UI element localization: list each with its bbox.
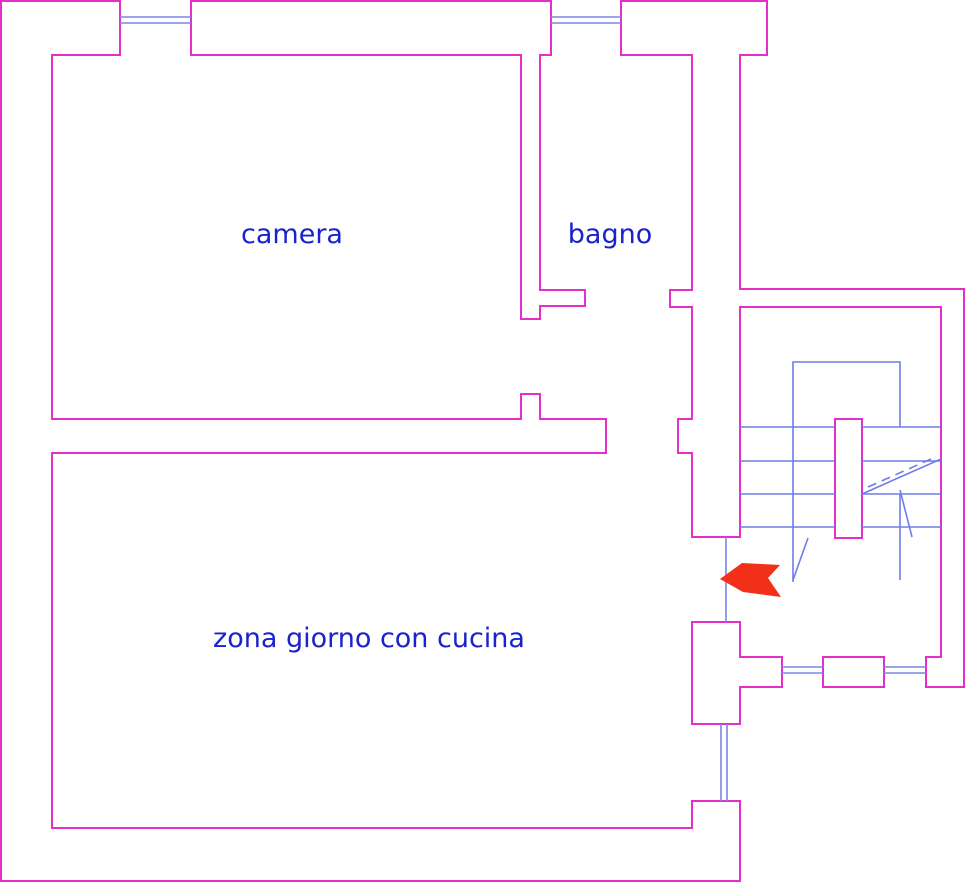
window-top-left — [120, 16, 191, 24]
staircase — [740, 361, 942, 582]
entrance-pillar — [691, 621, 783, 725]
window-right-1 — [782, 666, 823, 674]
room-label-bagno: bagno — [568, 219, 652, 250]
room-label-zona-giorno: zona giorno con cucina — [213, 623, 525, 654]
top-wall-segment — [190, 0, 586, 320]
corridor-wall — [620, 0, 965, 688]
outer-wall — [0, 0, 741, 882]
room-label-camera: camera — [241, 219, 343, 250]
wall-pier — [822, 656, 885, 688]
entrance-arrow-icon — [720, 563, 781, 597]
window-bottom — [720, 724, 728, 801]
stair-core — [834, 418, 863, 539]
window-right-2 — [884, 666, 926, 674]
window-top-bagno — [551, 16, 621, 24]
